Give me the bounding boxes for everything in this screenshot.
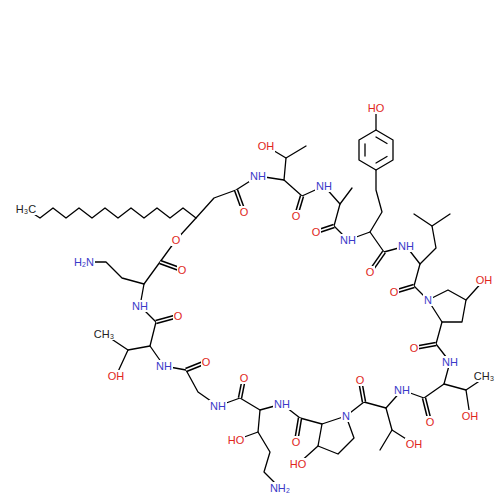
atom-label: N: [341, 410, 351, 422]
atom-label: NH: [131, 300, 149, 312]
macrocycle-ring: [140, 176, 450, 424]
atom-label: NH: [339, 234, 357, 246]
atom-label: NH: [441, 356, 459, 368]
double-bond-gap: [156, 190, 436, 442]
atom-label: CH₃: [93, 328, 115, 340]
atom-label: NH: [393, 384, 411, 396]
atom-label: NH: [155, 360, 173, 372]
atom-label: OH: [461, 410, 480, 422]
atom-label: O: [311, 226, 322, 238]
atom-label: NH: [273, 398, 291, 410]
atom-label: O: [201, 356, 212, 368]
atom-label: OH: [257, 140, 276, 152]
atom-label: O: [239, 206, 250, 218]
atom-label: N: [423, 294, 433, 306]
side-chains: [84, 110, 484, 488]
atom-label: O: [291, 436, 302, 448]
atom-label: O: [177, 264, 188, 276]
atom-label: NH₂: [269, 482, 291, 494]
atom-label: OH: [405, 438, 424, 450]
atom-label: NH: [397, 240, 415, 252]
atom-label: O: [239, 372, 250, 384]
atom-label: NH: [315, 180, 333, 192]
atom-label: NH: [209, 400, 227, 412]
atom-label: OH: [475, 274, 494, 286]
atom-label: HO: [227, 434, 246, 446]
atom-label: O: [425, 416, 436, 428]
atom-label: OH: [107, 370, 126, 382]
atom-label: O: [291, 210, 302, 222]
atom-label: O: [173, 310, 184, 322]
atom-label: O: [409, 342, 420, 354]
atom-label: HO: [289, 458, 308, 470]
atom-label: O: [389, 286, 400, 298]
atom-label: HO: [367, 102, 386, 114]
atom-label: CH₃: [473, 370, 495, 382]
atom-label: NH: [249, 170, 267, 182]
atom-label: O: [171, 234, 182, 246]
double-bonds: [156, 190, 436, 442]
lipid-chain: [26, 208, 196, 218]
atom-label: H₂N: [73, 256, 95, 268]
atom-label: O: [355, 374, 366, 386]
atom-label: O: [365, 266, 376, 278]
atom-label: H₃C: [15, 203, 37, 215]
